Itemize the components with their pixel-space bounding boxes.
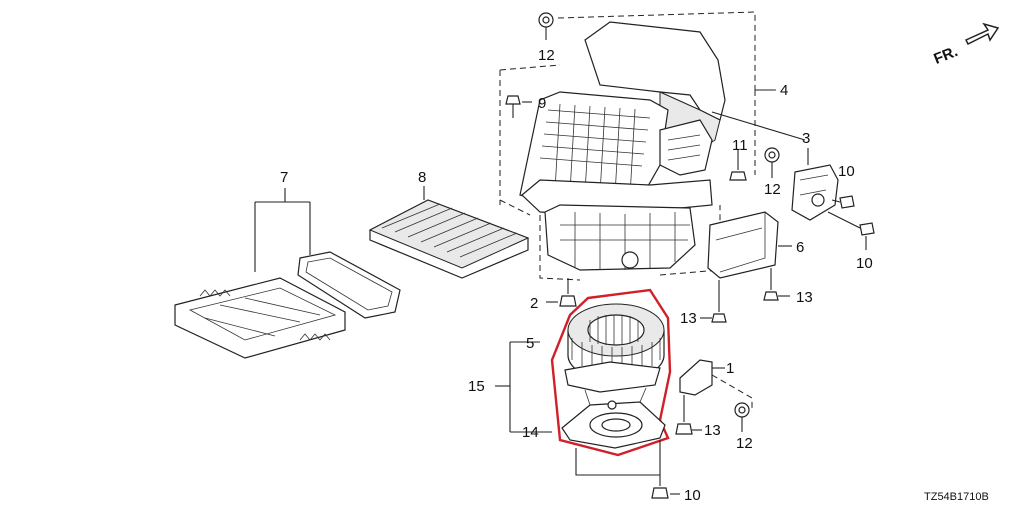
drawing-code: TZ54B1710B — [924, 491, 989, 503]
screw-9: 9 — [505, 95, 546, 118]
fr-label: FR. — [931, 43, 960, 68]
callout-12-top: 12 — [538, 47, 555, 64]
callout-12-middle: 12 — [764, 181, 781, 198]
callout-10-lower: 10 — [856, 255, 873, 272]
screw-2: 2 — [530, 278, 577, 312]
callout-11: 11 — [732, 137, 748, 154]
power-transistor-6: 6 — [707, 211, 804, 279]
screw-11: 11 — [729, 137, 748, 181]
nut-12-middle: 12 — [764, 147, 781, 198]
callout-6: 6 — [796, 239, 804, 256]
callout-12-lower: 12 — [736, 435, 753, 452]
callout-15: 15 — [468, 378, 485, 395]
callout-1: 1 — [726, 360, 734, 377]
callout-3: 3 — [802, 130, 810, 147]
blower-housing-upper-case — [519, 21, 726, 271]
inlet-grille — [539, 103, 651, 197]
cabin-air-filter-8: 8 — [368, 169, 530, 279]
filter-case-assembly-7: 7 — [174, 169, 401, 359]
callout-8: 8 — [418, 169, 426, 186]
screw-10-actuator-lower: 10 — [827, 211, 875, 272]
nut-12-lower: 12 — [734, 402, 753, 452]
bracket-1: 1 — [679, 359, 753, 412]
screw-13-left: 13 — [680, 280, 727, 327]
callout-5: 5 — [526, 335, 534, 352]
callout-10-upper: 10 — [838, 163, 855, 180]
assembly-bracket-15: 15 5 14 — [468, 335, 552, 441]
callout-4: 4 — [780, 82, 788, 99]
nut-12-top: 12 — [538, 12, 555, 64]
front-arrow-icon — [964, 22, 1000, 46]
callout-13-left: 13 — [680, 310, 697, 327]
motor-mount-14 — [561, 387, 666, 449]
blend-door-actuator-3: 3 — [711, 111, 839, 221]
screw-13-right: 13 — [763, 268, 813, 306]
callout-13-lower: 13 — [704, 422, 721, 439]
blower-fan-motor-5 — [564, 303, 665, 393]
front-direction-indicator: FR. — [931, 22, 1000, 68]
screw-13-lower: 13 — [675, 395, 721, 439]
callout-14: 14 — [522, 424, 539, 441]
callout-7: 7 — [280, 169, 288, 186]
callout-4-group: 4 — [755, 82, 788, 99]
blower-motor-highlight — [550, 288, 672, 457]
callout-13-right: 13 — [796, 289, 813, 306]
callout-2: 2 — [530, 295, 538, 312]
callout-10-bottom: 10 — [684, 487, 701, 504]
screw-10-actuator-upper: 10 — [831, 163, 855, 209]
callout-9: 9 — [538, 95, 546, 112]
screw-10-bottom: 10 — [575, 440, 701, 504]
